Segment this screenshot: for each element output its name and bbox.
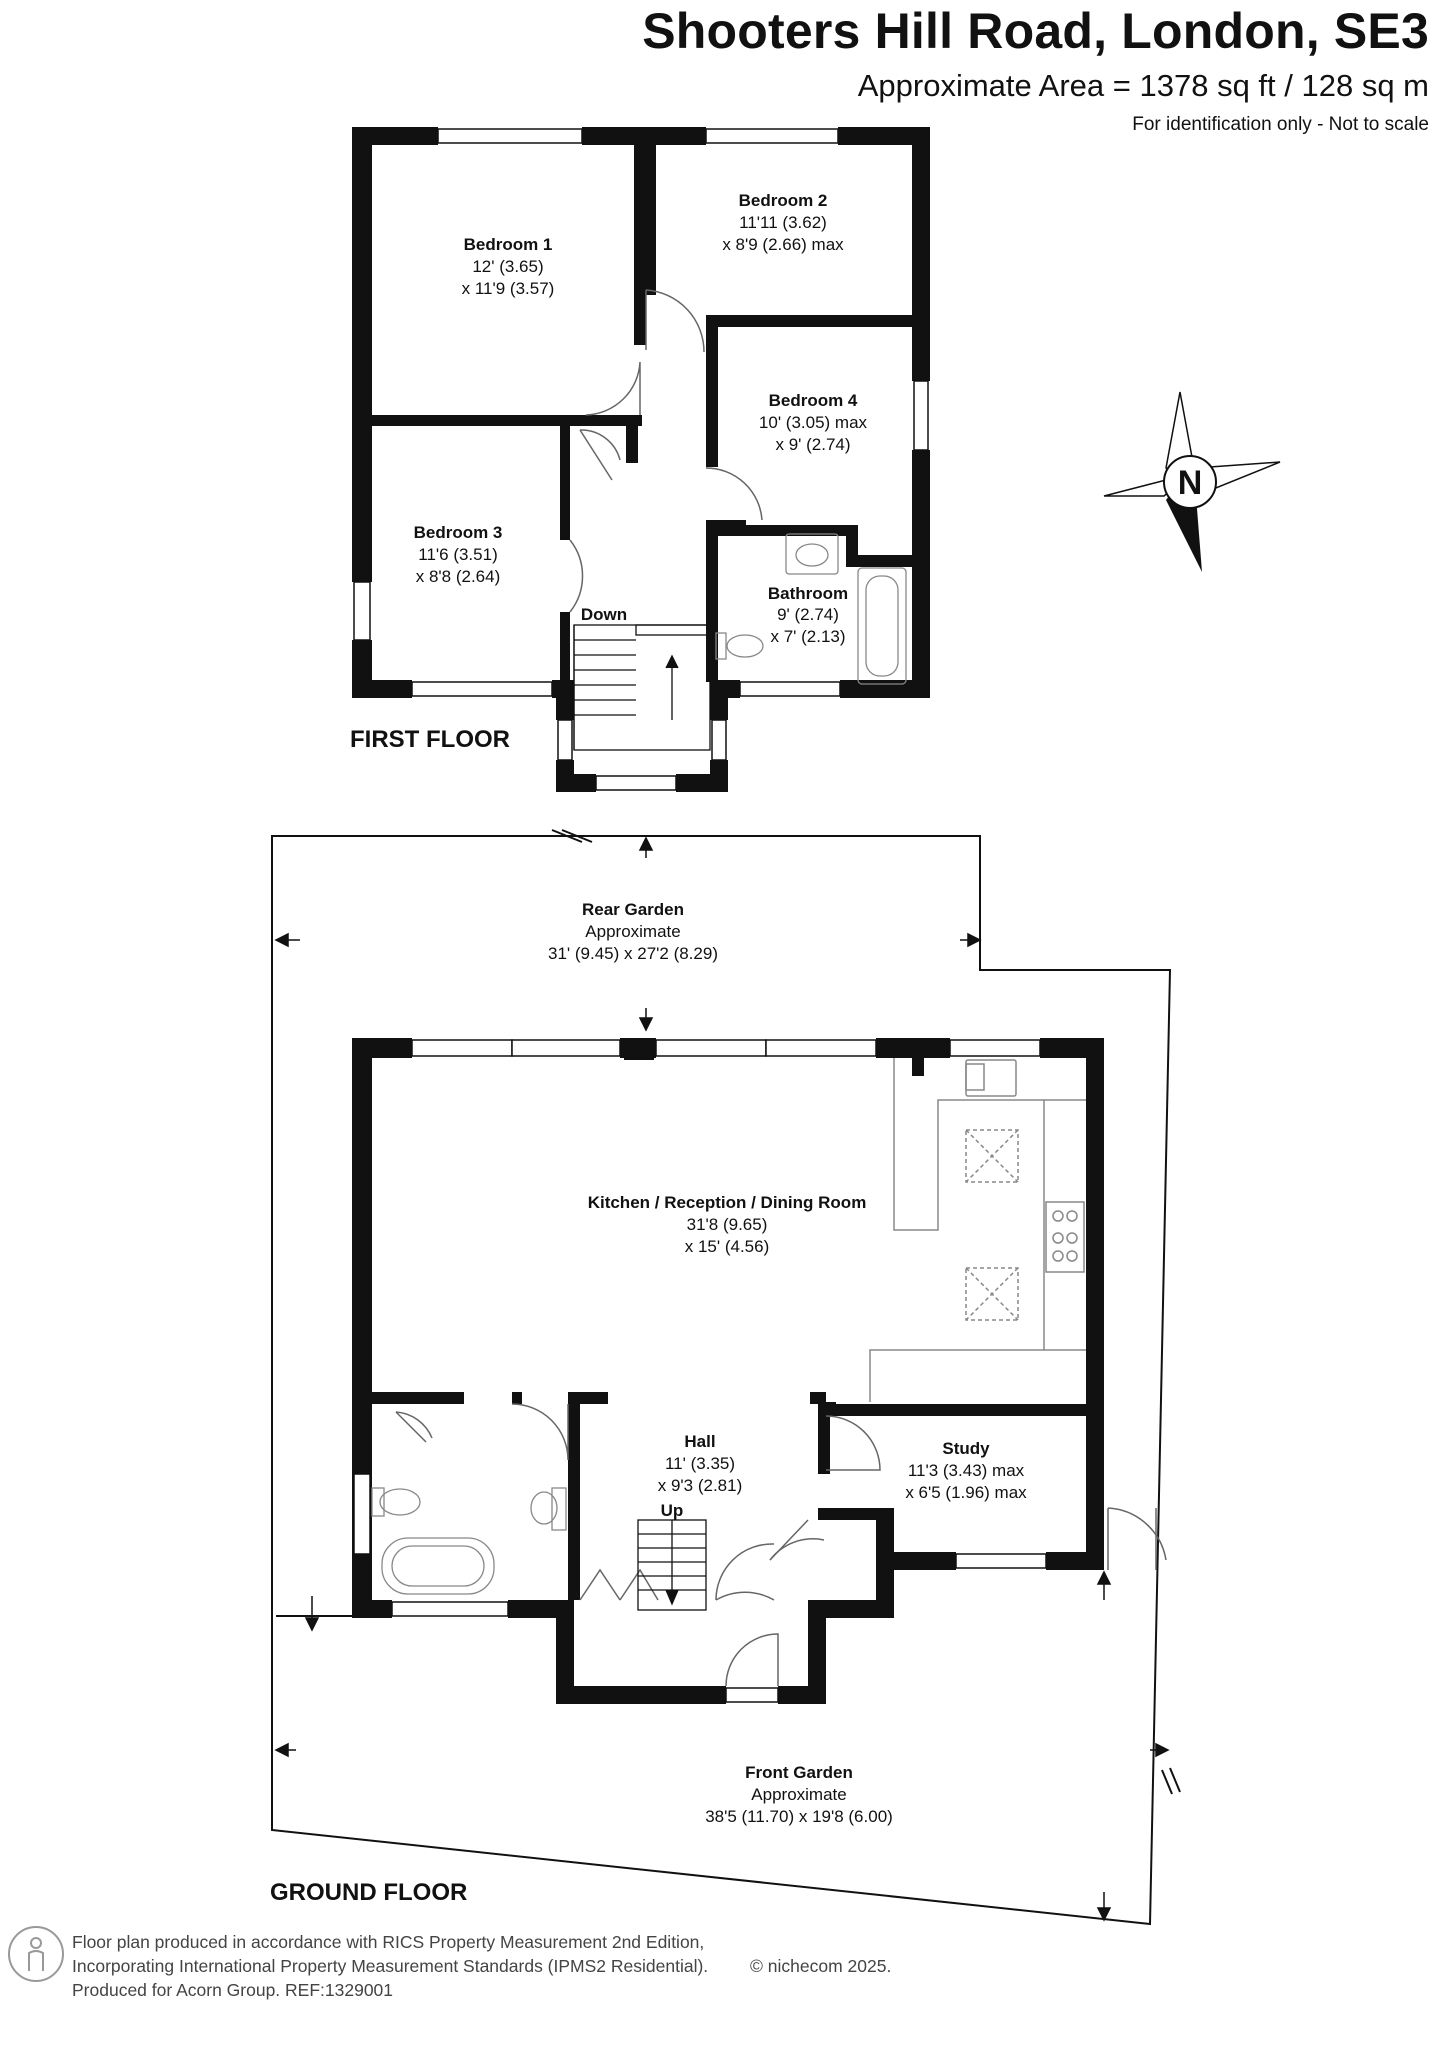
front-garden-dim1: Approximate [751,1785,846,1804]
bedroom4-label: Bedroom 4 [769,391,858,410]
ground-floor-fixtures [371,1487,567,1595]
ground-floor-label: GROUND FLOOR [270,1879,467,1906]
hall-dim1: 11' (3.35) [665,1454,735,1473]
front-garden-dim2: 38'5 (11.70) x 19'8 (6.00) [705,1807,893,1826]
rear-garden-dim1: Approximate [585,922,680,941]
ground-floor-doors [395,1403,1167,1687]
bedroom2-dim1: 11'11 (3.62) [739,213,827,232]
first-floor-stairs [573,624,711,751]
footer-line-1: Floor plan produced in accordance with R… [72,1932,705,1952]
ground-floor-plan: Rear Garden Approximate 31' (9.45) x 27'… [270,829,1181,1926]
bedroom4-dim1: 10' (3.05) max [759,413,868,432]
footer-line-2: Incorporating International Property Mea… [72,1956,709,1976]
bedroom1-dim1: 12' (3.65) [472,257,543,276]
footer-credit: © nichecom 2025. [750,1956,892,1976]
bedroom3-label: Bedroom 3 [414,523,503,542]
bedroom1-dim2: x 11'9 (3.57) [462,279,555,298]
first-floor-walls [352,127,930,792]
bathroom-dim2: x 7' (2.13) [770,627,845,646]
bathroom-dim1: 9' (2.74) [777,605,839,624]
property-title: Shooters Hill Road, London, SE3 [642,3,1429,59]
rear-garden-dim2: 31' (9.45) x 27'2 (8.29) [548,944,718,963]
first-floor-plan: Bedroom 1 12' (3.65) x 11'9 (3.57) Bedro… [350,127,930,792]
bedroom4-dim2: x 9' (2.74) [775,435,850,454]
scale-note: For identification only - Not to scale [1132,114,1429,135]
first-floor-label: FIRST FLOOR [350,726,510,753]
footer-line-3: Produced for Acorn Group. REF:1329001 [72,1980,394,2000]
bathroom-label: Bathroom [768,584,848,603]
bedroom2-dim2: x 8'9 (2.66) max [722,235,844,254]
bedroom2-label: Bedroom 2 [739,191,828,210]
study-dim1: 11'3 (3.43) max [908,1461,1025,1480]
kitchen-label: Kitchen / Reception / Dining Room [588,1193,867,1212]
kitchen-dim1: 31'8 (9.65) [687,1215,768,1234]
bedroom1-label: Bedroom 1 [464,235,553,254]
garden-dimension-arrows [274,836,1170,1922]
ground-floor-walls [352,1038,1104,1704]
study-dim2: x 6'5 (1.96) max [905,1483,1027,1502]
study-label: Study [942,1439,990,1458]
ipms-logo-icon [8,1926,64,1982]
compass-icon: N [1103,391,1281,572]
ground-floor-windows [353,1039,1047,1703]
kitchen-dim2: x 15' (4.56) [685,1237,770,1256]
stairs-up-label: Up [661,1501,684,1520]
bedroom3-dim2: x 8'8 (2.64) [416,567,501,586]
kitchen-units [869,1058,1086,1402]
first-floor-windows [353,128,929,791]
hall-label: Hall [684,1432,715,1451]
compass-north-label: N [1178,464,1203,502]
area-summary: Approximate Area = 1378 sq ft / 128 sq m [857,68,1429,103]
front-garden-label: Front Garden [745,1763,853,1782]
garden-boundary [271,829,1181,1926]
rear-garden-label: Rear Garden [582,900,684,919]
bedroom3-dim1: 11'6 (3.51) [418,545,497,564]
hall-dim2: x 9'3 (2.81) [658,1476,743,1495]
first-floor-fixtures [715,533,907,685]
stairs-down-label: Down [581,605,627,624]
ground-floor-stairs [637,1519,707,1611]
first-floor-doors [569,289,763,613]
